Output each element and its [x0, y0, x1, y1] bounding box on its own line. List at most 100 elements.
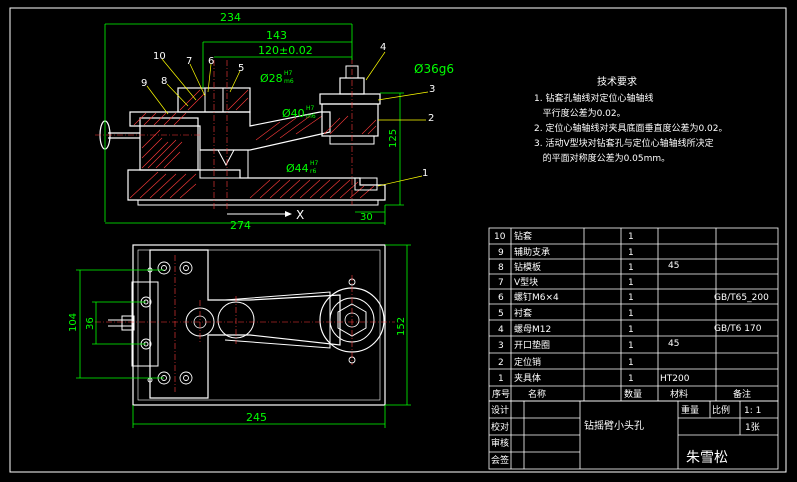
bom-row-name: 定位销: [514, 356, 541, 368]
dim-d28: Ø28: [260, 72, 283, 85]
front-axis-label: X: [296, 208, 304, 222]
part-label-3: 3: [429, 84, 435, 95]
dim-152: 152: [396, 317, 407, 336]
title-weight-label: 重量: [681, 404, 699, 416]
dim-30: 30: [360, 212, 373, 223]
bom-row-name: 开口垫圈: [514, 339, 550, 351]
bom-row-qty: 1: [628, 278, 634, 288]
dim-104: 104: [68, 313, 79, 332]
drawing-frame: [9, 7, 787, 473]
front-leaders: [146, 51, 429, 187]
bom-row-name: 螺母M12: [514, 324, 551, 335]
title-drawing-name: 钻摇臂小头孔: [584, 419, 644, 432]
dim-274: 274: [230, 219, 251, 232]
front-drill-plate-hatch: [133, 112, 323, 141]
part-label-10: 10: [153, 51, 166, 62]
bom-row-qty: 1: [628, 232, 634, 242]
bom-row-name: V型块: [514, 276, 538, 288]
bom-row-no: 9: [498, 248, 504, 258]
bom-header-qty: 数量: [624, 388, 642, 400]
bom-row-no: 4: [498, 325, 504, 335]
tech-title: 技术要求: [597, 75, 637, 88]
front-base-body: [127, 169, 386, 201]
bom-row-qty: 1: [628, 358, 634, 368]
front-axis-arrow: [285, 211, 292, 217]
tech-requirements: 技术要求 1. 钻套孔轴线对定位心轴轴线 平行度公差为0.02。 2. 定位心轴…: [534, 75, 728, 164]
bom-row-qty: 1: [628, 341, 634, 351]
part-label-8: 8: [161, 76, 167, 87]
front-base-hatch: [129, 171, 375, 199]
bom-row-no: 10: [494, 232, 506, 242]
title-block-grid: [488, 400, 779, 470]
bom-header-material: 材料: [670, 388, 688, 400]
dim-120: 120±0.02: [258, 44, 313, 57]
bom-row-name: 夹具体: [514, 372, 541, 384]
front-centerlines: [95, 58, 353, 210]
bom-row-no: 8: [498, 263, 504, 273]
bom-row-qty: 1: [628, 374, 634, 384]
dim-234: 234: [220, 11, 241, 24]
front-dimensions: [104, 23, 404, 225]
part-label-5: 5: [238, 63, 244, 74]
bom-header-remark: 备注: [733, 388, 751, 400]
top-bolt-holes: [140, 261, 356, 385]
bom-row-name: 钻模板: [514, 261, 541, 273]
bom-row-no: 2: [498, 358, 504, 368]
front-left-column: [139, 117, 199, 171]
bom-row-no: 1: [498, 374, 504, 384]
bom-header-name: 名称: [528, 388, 546, 400]
front-drill-plate: [129, 111, 331, 151]
front-right-clamp-upper: [319, 93, 381, 105]
bom-row-qty: 1: [628, 325, 634, 335]
top-clamp-frame: [149, 249, 341, 399]
title-designer: 设计: [491, 404, 509, 416]
bom-row-qty: 1: [628, 248, 634, 258]
bom-row-no: 7: [498, 278, 504, 288]
part-label-6: 6: [208, 56, 214, 67]
bom-row-no: 3: [498, 341, 504, 351]
bom-row-no: 5: [498, 309, 504, 319]
bom-row-name: 辅助支承: [514, 246, 550, 258]
front-top-plate-hatch: [179, 89, 249, 111]
dim-d40-tol2: m6: [306, 113, 316, 120]
bom-row-material: HT200: [660, 374, 690, 384]
top-base-inner: [137, 249, 381, 401]
bom-rows: 10 钻套 1 9 辅助支承 1 8 钻模板 1 45 7 V型块 1 6 螺钉…: [492, 230, 769, 400]
bom-row-material: 45: [668, 339, 679, 349]
bom-row-material: 45: [668, 261, 679, 271]
tech-line-3: 2. 定位心轴轴线对夹具底面垂直度公差为0.02。: [534, 122, 728, 134]
dim-d40-tol: H7: [306, 105, 315, 112]
bom-row-no: 6: [498, 293, 504, 303]
tech-line-2: 平行度公差为0.02。: [534, 107, 626, 119]
bom-row-name: 钻套: [514, 230, 532, 242]
front-v-block: [217, 149, 235, 167]
front-left-column-hatch: [141, 129, 183, 169]
part-label-7: 7: [186, 56, 192, 67]
title-approver: 会签: [491, 454, 509, 466]
bom-grid: [488, 227, 779, 402]
dim-245: 245: [246, 411, 267, 424]
title-scale-label: 比例: [712, 404, 730, 416]
title-checker: 校对: [491, 421, 509, 433]
bom-row-qty: 1: [628, 263, 634, 273]
bom-row-remark: GB/T65_200: [714, 293, 769, 303]
title-reviewer: 审核: [491, 437, 509, 449]
top-dimensions: [76, 244, 411, 428]
part-label-1: 1: [422, 168, 428, 179]
top-base-outline: [132, 244, 386, 406]
tech-line-1: 1. 钻套孔轴线对定位心轴轴线: [534, 92, 653, 104]
front-center-post: [199, 149, 249, 179]
top-centerlines: [95, 255, 395, 392]
bom-row-qty: 1: [628, 309, 634, 319]
dim-d44: Ø44: [286, 162, 309, 175]
front-base-foot: [137, 199, 379, 206]
title-author: 朱雪松: [686, 450, 728, 466]
dim-125: 125: [388, 129, 399, 148]
top-view: 245 104 36 152: [68, 244, 411, 428]
front-right-hatch: [323, 115, 377, 135]
top-left-plate: [131, 281, 159, 367]
bom-row-name: 衬套: [514, 307, 532, 319]
dim-d28-tol: H7: [284, 70, 293, 77]
bom-row-remark: GB/T6 170: [714, 324, 762, 334]
